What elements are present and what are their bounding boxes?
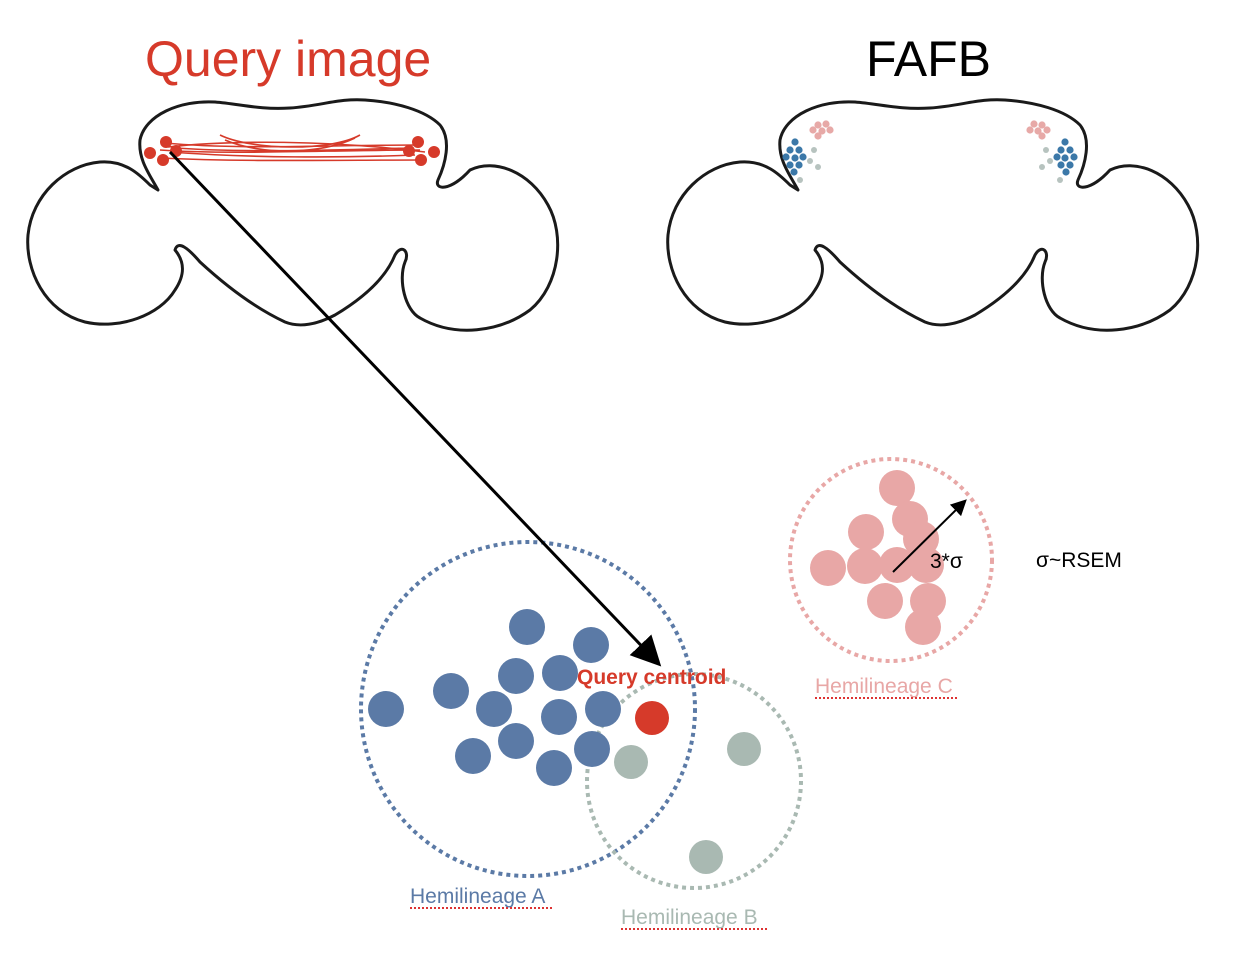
hemilineage-a-label: Hemilineage A [410, 885, 545, 908]
fafb-cluster-left-pink [809, 120, 834, 140]
fafb-cluster-right-blue [1053, 138, 1078, 176]
fafb-title: FAFB [866, 31, 992, 87]
query-image-title: Query image [145, 31, 432, 87]
query-soma-cluster-left [144, 136, 182, 166]
query-centroid-label: Query centroid [577, 666, 726, 689]
hemilineage-c-points [810, 470, 946, 645]
query-neuron-fibres [159, 134, 426, 162]
hemilineage-a-points [368, 609, 621, 786]
hemilineage-b-boundary [585, 672, 803, 890]
hemilineage-c-label: Hemilineage C [815, 675, 953, 698]
sigma-definition-label: σ~RSEM [1036, 549, 1122, 572]
hemilineage-b-label: Hemilineage B [621, 906, 758, 929]
fafb-cluster-left-blue [782, 138, 807, 176]
radius-label: 3*σ [930, 550, 963, 573]
query-to-centroid-arrow [168, 150, 662, 667]
hemilineage-b-points [614, 732, 761, 874]
fafb-brain-outline [666, 98, 1200, 332]
hemilineage-c-boundary [788, 457, 994, 663]
hemilineage-a-boundary [359, 540, 697, 878]
fafb-cluster-right-gray [1039, 147, 1063, 183]
query-soma-cluster-right [403, 136, 440, 166]
label-underlines [410, 697, 958, 930]
query-brain-outline [26, 98, 560, 332]
query-centroid-point [635, 701, 669, 735]
fafb-cluster-right-pink [1026, 120, 1051, 140]
fafb-cluster-left-gray [797, 147, 821, 183]
radius-arrow [892, 499, 967, 573]
